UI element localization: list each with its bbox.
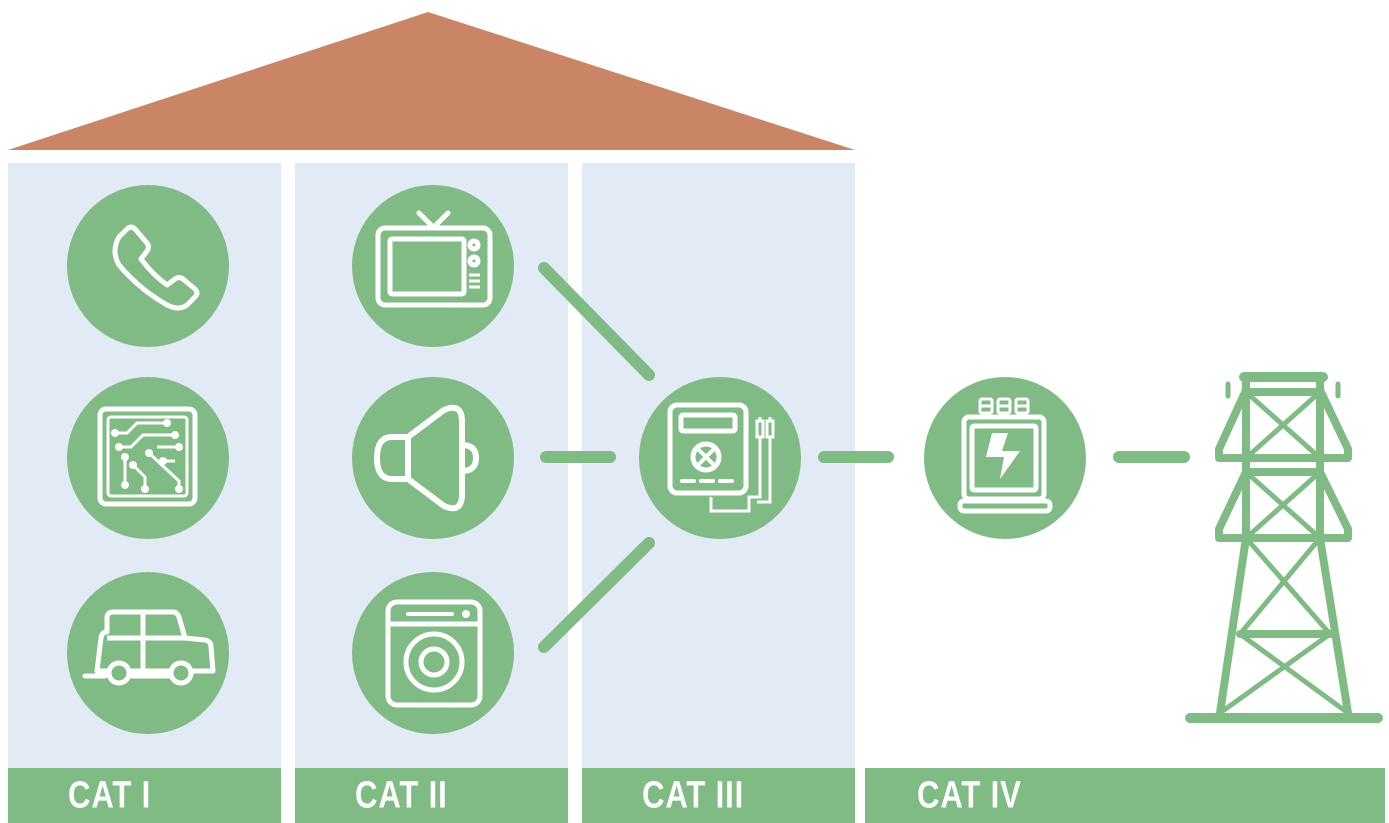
meter-circle [924, 377, 1086, 539]
car-circle [67, 572, 229, 734]
connector-tv-multimeter [538, 262, 655, 381]
washing-machine-icon [385, 599, 483, 708]
circuit-board-icon [97, 406, 198, 507]
cat-iv-label-bar: CAT IV [865, 768, 1385, 823]
tv-circle [352, 185, 514, 347]
washer-circle [352, 572, 514, 734]
transmission-tower-icon [1185, 372, 1383, 723]
cat-iv-label: CAT IV [917, 774, 1022, 816]
cat-i-label: CAT I [68, 774, 152, 816]
car-icon [82, 609, 216, 686]
house-roof [8, 12, 855, 150]
cat-iii-label: CAT III [642, 774, 745, 816]
phone-icon [112, 224, 200, 311]
multimeter-icon [667, 402, 775, 513]
multimeter-circle [639, 377, 801, 539]
cat-i-label-bar: CAT I [8, 768, 281, 823]
cat-ii-label-bar: CAT II [295, 768, 568, 823]
tv-icon [375, 210, 493, 308]
cat-iii-label-bar: CAT III [582, 768, 855, 823]
circuit-circle [67, 377, 229, 539]
cat-ii-label: CAT II [355, 774, 448, 816]
phone-circle [67, 185, 229, 347]
connector-washer-multimeter [538, 537, 655, 653]
speaker-icon [374, 404, 479, 512]
speaker-circle [352, 377, 514, 539]
electric-meter-icon [957, 397, 1053, 514]
